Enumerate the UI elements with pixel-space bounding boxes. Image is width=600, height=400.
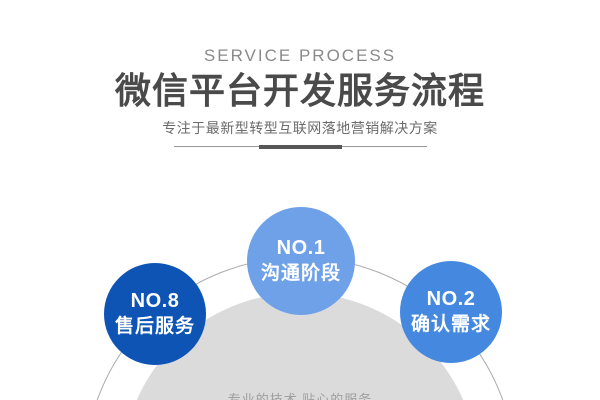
title-divider (174, 144, 427, 149)
step-number: NO.1 (276, 237, 326, 259)
step-label: 确认需求 (410, 314, 491, 335)
step-bubble-no8: NO.8 售后服务 (104, 263, 206, 365)
step-label: 售后服务 (114, 316, 195, 337)
page-title: 微信平台开发服务流程 (114, 70, 485, 111)
page-subtitle: 专注于最新型转型互联网落地营销解决方案 (162, 120, 438, 136)
step-number: NO.8 (130, 290, 180, 312)
step-label: 沟通阶段 (260, 263, 341, 284)
step-bubble-no1: NO.1 沟通阶段 (247, 207, 355, 315)
title-divider-accent (259, 144, 342, 149)
step-number: NO.2 (426, 288, 476, 310)
center-caption: 专业的技术 贴心的服务 (227, 392, 373, 400)
step-bubble-no2: NO.2 确认需求 (400, 261, 502, 363)
eyebrow-text: SERVICE PROCESS (203, 46, 397, 65)
